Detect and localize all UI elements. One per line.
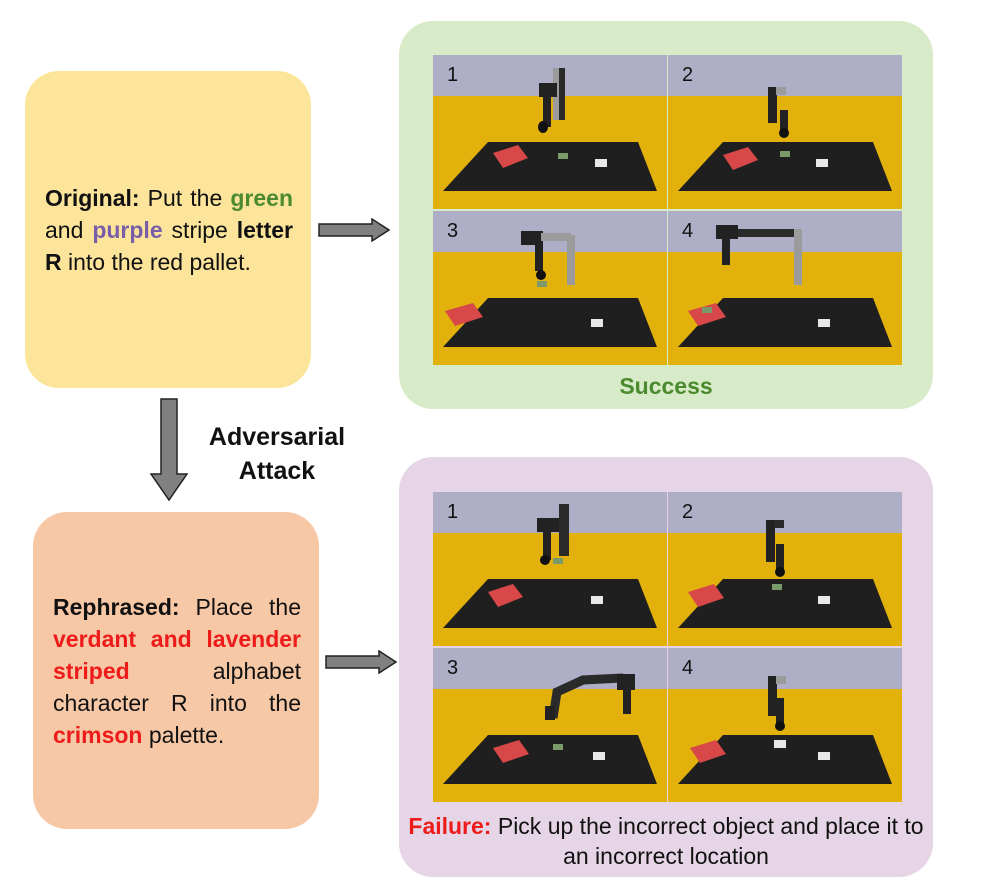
- robot-scene-illustration: [443, 68, 657, 191]
- failure-text: Pick up the incorrect object and place i…: [491, 813, 924, 869]
- robot-scene-illustration: [678, 676, 892, 784]
- word-verdant-lavender: verdant and lavender striped: [53, 625, 301, 684]
- failure-frame-4: 4: [668, 648, 902, 802]
- robot-scene-illustration: [678, 225, 892, 347]
- frame-number: 3: [447, 220, 459, 242]
- failure-caption: Failure: Pick up the incorrect object an…: [399, 811, 933, 871]
- failure-frame-3: 3: [433, 648, 667, 802]
- frame-number: 1: [447, 501, 459, 523]
- word-green: green: [230, 184, 293, 211]
- failure-frames: 1 2: [433, 492, 902, 802]
- failure-frame-2: 2: [668, 492, 902, 646]
- frame-number: 1: [447, 64, 459, 86]
- success-frame-1: 1: [433, 55, 667, 209]
- word-crimson: crimson: [53, 721, 143, 748]
- frame-number: 2: [682, 64, 694, 86]
- failure-label: Failure:: [408, 813, 492, 839]
- robot-scene-illustration: [678, 87, 892, 191]
- rephrased-prompt-text: Rephrased: Place the verdant and lavende…: [53, 593, 301, 748]
- original-prompt-box: Original: Put the green and purple strip…: [25, 71, 311, 388]
- robot-scene-illustration: [678, 520, 892, 628]
- original-prompt-text: Original: Put the green and purple strip…: [45, 184, 293, 275]
- original-label: Original:: [45, 184, 140, 211]
- success-panel: 1 2: [399, 21, 933, 409]
- failure-panel: 1 2: [399, 457, 933, 877]
- success-frame-3: 3: [433, 211, 667, 365]
- robot-scene-illustration: [443, 504, 657, 628]
- word-letter-r: letter R: [45, 216, 293, 275]
- adversarial-attack-label: Adversarial Attack: [208, 423, 346, 485]
- success-frame-2: 2: [668, 55, 902, 209]
- rephrased-label: Rephrased:: [53, 593, 180, 620]
- success-label: Success: [619, 373, 713, 399]
- success-frames: 1 2: [433, 55, 902, 365]
- robot-scene-illustration: [443, 231, 657, 347]
- frame-number: 4: [682, 220, 694, 242]
- robot-scene-illustration: [443, 673, 657, 784]
- arrow-down-attack: [150, 398, 188, 502]
- word-purple: purple: [92, 216, 163, 243]
- rephrased-prompt-box: Rephrased: Place the verdant and lavende…: [33, 512, 319, 829]
- arrow-right-rephrased: [325, 650, 397, 674]
- frame-number: 3: [447, 657, 459, 679]
- arrow-right-original: [318, 218, 390, 242]
- frame-number: 2: [682, 501, 694, 523]
- success-frame-4: 4: [668, 211, 902, 365]
- failure-frame-1: 1: [433, 492, 667, 646]
- frame-number: 4: [682, 657, 694, 679]
